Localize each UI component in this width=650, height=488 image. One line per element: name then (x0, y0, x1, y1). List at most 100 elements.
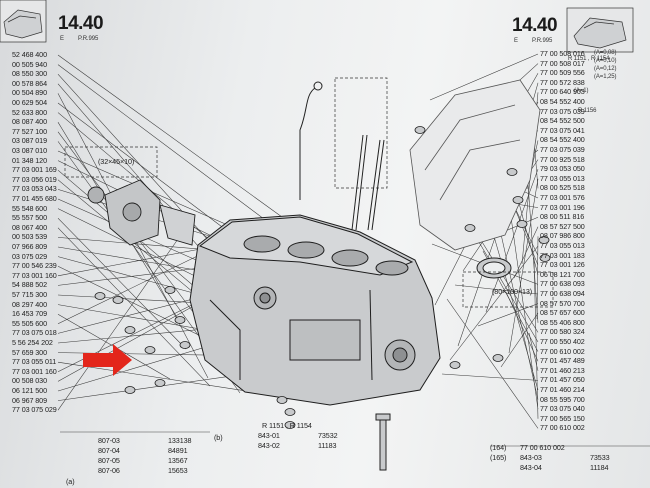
left-part-number: 03 075 029 (12, 251, 47, 261)
right-part-number: 79 03 053 050 (540, 164, 585, 174)
left-part-number: 77 03 001 169 (12, 165, 57, 175)
left-part-number: 00 508 030 (12, 376, 47, 386)
right-part-number: 08 55 406 800 (540, 317, 585, 327)
left-part-number: 57 715 300 (12, 290, 47, 299)
right-part-number: 77 01 457 050 (540, 375, 585, 385)
footer-left-num: 133138 (168, 436, 192, 445)
dipstick (299, 81, 323, 200)
footer-right-code: 77 00 610 002 (520, 443, 565, 452)
seal-ring (476, 257, 512, 279)
footer-left-code: 807-05 (98, 456, 120, 465)
section-sub-left-b: P.R.995 (78, 36, 99, 42)
right-part-number: 77 00 638 094 (540, 289, 585, 298)
guide-tubes (351, 134, 385, 231)
right-part-number: 77 00 572 838 (540, 77, 585, 87)
right-part-number: 77 01 460 214 (540, 385, 585, 394)
left-part-number: 06 967 809 (12, 395, 47, 405)
footer-right-code: 843-03 (520, 453, 542, 462)
right-part-number: 77 00 508 016 (540, 49, 585, 58)
right-part-number: 77 03 075 039 (540, 145, 585, 154)
right-part-number: 08 55 595 700 (540, 394, 585, 404)
left-part-number: 01 348 120 (12, 155, 47, 165)
left-part-number: 08 297 400 (12, 299, 47, 309)
left-part-number: 52 468 400 (12, 50, 47, 59)
right-part-number: 08 00 525 518 (540, 183, 585, 193)
right-part-number: 08 07 986 800 (540, 231, 585, 241)
footer-right-ref: (165) (490, 453, 507, 462)
left-part-number: 00 503 539 (12, 232, 47, 242)
left-part-number: 5 56 254 202 (12, 338, 53, 347)
footer-lines (60, 431, 650, 447)
right-part-number: 77 03 001 576 (540, 193, 585, 202)
footer-right-ref: (164) (490, 443, 507, 452)
right-part-number: 77 00 638 093 (540, 279, 585, 289)
qualifier-2: (A=0,12) (594, 66, 617, 72)
right-part-number: 08 57 527 500 (540, 221, 585, 231)
right-part-number: 08 00 511 816 (540, 212, 585, 222)
footer-mid-title: R 1151 , R 1154 (262, 421, 312, 430)
footer-left-num: 15653 (168, 466, 188, 475)
right-part-number: 77 00 565 150 (540, 413, 585, 423)
model-note: R 1151 , R 1154 (568, 56, 610, 62)
model-note-2: R 1156 (578, 108, 597, 114)
right-part-number: 77 03 001 183 (540, 250, 585, 260)
right-part-number: 08 54 552 500 (540, 116, 585, 126)
left-part-number: 52 633 800 (12, 107, 47, 117)
right-part-number: 08 57 570 700 (540, 298, 585, 308)
block-thumbnail-left (0, 0, 47, 43)
section-sub-right-a: E (514, 38, 518, 44)
left-part-number: 00 629 504 (12, 98, 47, 107)
right-part-number: 08 54 552 400 (540, 97, 585, 106)
footer-mid-code: 843-02 (258, 441, 280, 450)
footer-mid-num: 11183 (318, 441, 337, 450)
qualifier-0: (A=0,08) (594, 50, 617, 56)
water-pump-housing (87, 179, 196, 246)
right-part-number: 77 00 610 002 (540, 423, 585, 433)
left-part-number: 08 067 400 (12, 222, 47, 232)
left-part-number: 55 557 500 (12, 213, 47, 223)
right-part-number: 06 08 121 700 (540, 269, 585, 279)
left-part-number: 55 548 600 (12, 203, 47, 213)
section-sub-left-a: E (60, 36, 64, 42)
left-part-number: 00 505 940 (12, 59, 47, 69)
footer-right-code: 843-04 (520, 463, 542, 472)
footer-right-num: 11184 (590, 463, 609, 472)
right-part-number: 77 03 001 126 (540, 260, 585, 270)
left-part-number: 03 087 019 (12, 136, 47, 146)
left-part-number: 77 00 546 239 (12, 261, 57, 271)
left-part-number: 77 03 055 011 (12, 357, 57, 367)
right-part-number: 77 03 075 041 (540, 125, 585, 135)
left-part-number: 77 527 100 (12, 126, 47, 136)
qualifier-3: (A=1,25) (594, 74, 617, 80)
left-part-number: 77 01 455 680 (12, 194, 57, 203)
left-part-number: 57 659 300 (12, 347, 47, 357)
small-parts (94, 126, 551, 429)
footer-mid-mark: (b) (214, 433, 223, 442)
left-part-number: 77 03 053 043 (12, 184, 57, 194)
bearing-spec-callout: (80×100×13) (492, 287, 533, 296)
red-arrow-icon (83, 344, 132, 376)
left-part-number: 03 087 010 (12, 146, 47, 155)
footer-mid-code: 843-01 (258, 431, 280, 440)
footer-left-code: 807-06 (98, 466, 120, 475)
right-part-number: 77 00 508 017 (540, 58, 585, 68)
right-part-number: 77 00 550 402 (540, 337, 585, 346)
left-part-number: 77 03 075 018 (12, 328, 57, 338)
left-part-number: 77 03 001 160 (12, 270, 57, 280)
qualifier-1: (A=0,10) (594, 58, 617, 64)
section-number-right: 14.40 (512, 15, 558, 36)
left-part-number: 06 121 500 (12, 386, 47, 395)
left-part-number: 77 03 075 029 (12, 405, 57, 415)
footer-left-num: 13567 (168, 456, 188, 465)
right-part-number: 08 57 657 600 (540, 308, 585, 318)
qualifier-4: (A=1) (574, 88, 589, 94)
bolt-spec-callout: (32×45×10) (98, 157, 135, 166)
footer-left-code: 807-03 (98, 436, 120, 445)
left-part-number: 77 03 001 160 (12, 366, 57, 376)
right-part-number: 77 01 460 213 (540, 365, 585, 375)
right-part-number: 77 03 075 039 (540, 106, 585, 116)
right-part-number: 08 54 552 400 (540, 135, 585, 145)
left-part-number: 54 888 502 (12, 280, 47, 290)
right-part-number: 77 03 001 196 (540, 202, 585, 212)
